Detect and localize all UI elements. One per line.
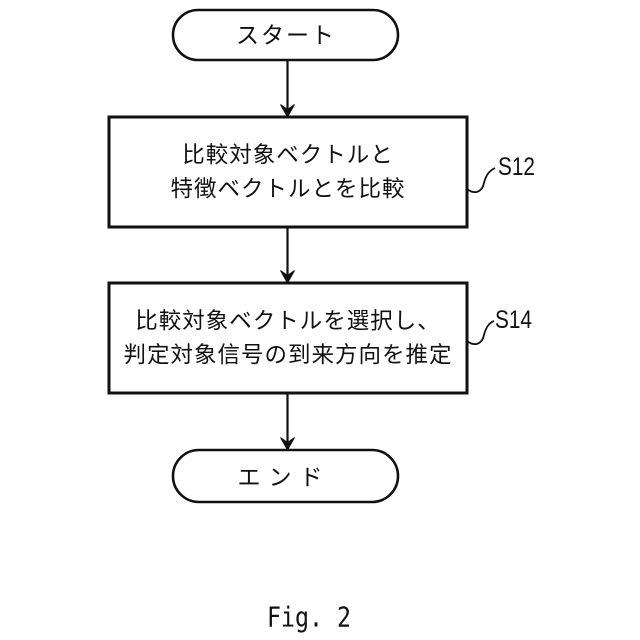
process-s12-text-line2: 特徴ベクトルとを比較 [170,177,405,202]
process-box-s12 [107,115,469,229]
step-label-s14: S14 [495,306,532,334]
end-terminal [171,448,400,504]
process-s14-text-line1: 比較対象ベクトルを選択し、 [135,309,441,334]
arrow-s12-to-s14 [280,227,295,285]
figure-caption: Fig. 2 [267,601,351,634]
start-terminal-label: スタート [236,22,336,48]
step-label-s12: S12 [498,153,535,181]
leader-line-s12 [466,167,496,194]
end-terminal-label: エンド [238,464,331,490]
process-box-s14 [107,281,469,395]
arrow-s14-to-end [280,393,295,452]
process-s12-text-line1: 比較対象ベクトルと [182,143,394,168]
process-s14-text-line2: 判定対象信号の到来方向を推定 [123,343,452,368]
arrow-start-to-s12 [280,60,295,119]
leader-line-s14 [466,320,495,346]
start-terminal [171,8,400,62]
